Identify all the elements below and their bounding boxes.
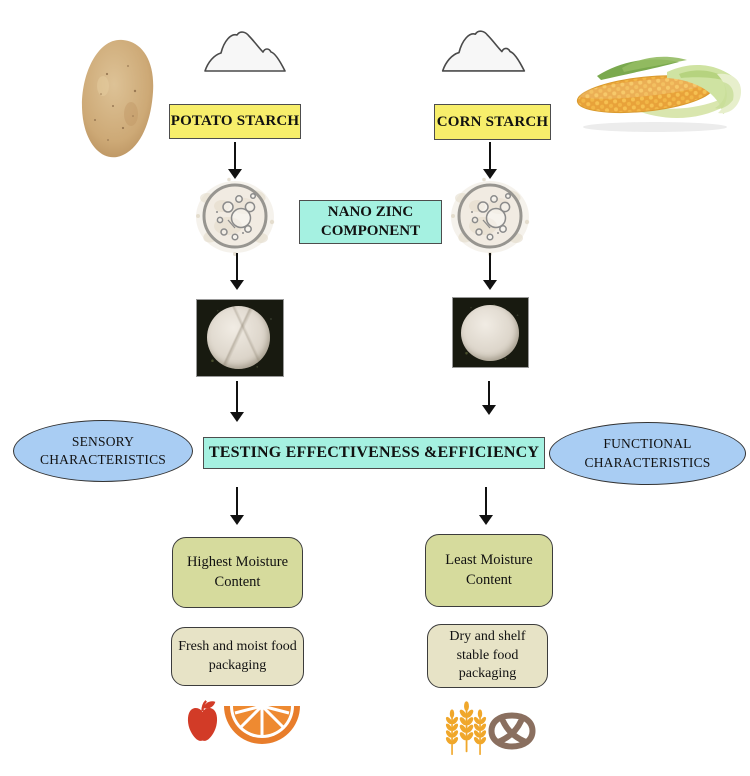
fresh-packaging-box: Fresh and moist food packaging bbox=[171, 627, 304, 686]
testing-box: TESTING EFFECTIVENESS &EFFICIENCY bbox=[203, 437, 545, 469]
least-moisture-label: Least Moisture Content bbox=[445, 552, 533, 588]
dry-packaging-box: Dry and shelf stable food packaging bbox=[427, 624, 548, 688]
functional-label: FUNCTIONAL CHARACTERISTICS bbox=[584, 436, 711, 470]
highest-moisture-label: Highest Moisture Content bbox=[186, 554, 289, 590]
starch-micrograph-left bbox=[192, 176, 278, 258]
flow-arrow bbox=[479, 487, 493, 525]
flow-arrow bbox=[483, 142, 497, 179]
flow-arrow bbox=[228, 142, 242, 179]
starch-film-photo-left bbox=[196, 299, 284, 377]
potato-starch-label: POTATO STARCH bbox=[170, 113, 300, 129]
flow-arrow bbox=[483, 253, 497, 290]
starch-powder-pile-right-icon bbox=[439, 25, 528, 74]
potato-starch-box: POTATO STARCH bbox=[169, 104, 301, 139]
film-disc bbox=[461, 305, 519, 361]
dry-packaging-label: Dry and shelf stable food packaging bbox=[449, 629, 526, 682]
film-disc bbox=[207, 306, 270, 369]
starch-powder-pile-left-icon bbox=[202, 26, 288, 74]
potato-photo bbox=[81, 39, 154, 158]
pretzel-icon bbox=[488, 712, 536, 750]
sensory-characteristics-ellipse: SENSORY CHARACTERISTICS bbox=[13, 420, 193, 482]
orange-slice-icon bbox=[224, 704, 300, 744]
functional-characteristics-ellipse: FUNCTIONAL CHARACTERISTICS bbox=[549, 422, 746, 485]
flow-arrow bbox=[482, 381, 496, 415]
flow-arrow bbox=[230, 487, 244, 525]
corn-starch-label: CORN STARCH bbox=[436, 113, 549, 130]
wheat-icon bbox=[445, 701, 487, 755]
testing-label: TESTING EFFECTIVENESS &EFFICIENCY bbox=[208, 444, 540, 461]
least-moisture-box: Least Moisture Content bbox=[425, 534, 553, 607]
corn-starch-box: CORN STARCH bbox=[434, 104, 551, 140]
nano-zinc-label: NANO ZINC COMPONENT bbox=[320, 204, 421, 239]
starch-micrograph-right bbox=[447, 176, 533, 258]
starch-film-photo-right bbox=[452, 297, 529, 368]
apple-icon bbox=[187, 700, 218, 741]
highest-moisture-box: Highest Moisture Content bbox=[172, 537, 303, 608]
flow-arrow bbox=[230, 253, 244, 290]
flow-arrow bbox=[230, 381, 244, 422]
nano-zinc-box: NANO ZINC COMPONENT bbox=[299, 200, 442, 244]
film-crease bbox=[207, 306, 270, 369]
corn-cob-photo bbox=[576, 56, 742, 132]
fresh-packaging-label: Fresh and moist food packaging bbox=[178, 639, 297, 673]
sensory-label: SENSORY CHARACTERISTICS bbox=[39, 433, 167, 467]
